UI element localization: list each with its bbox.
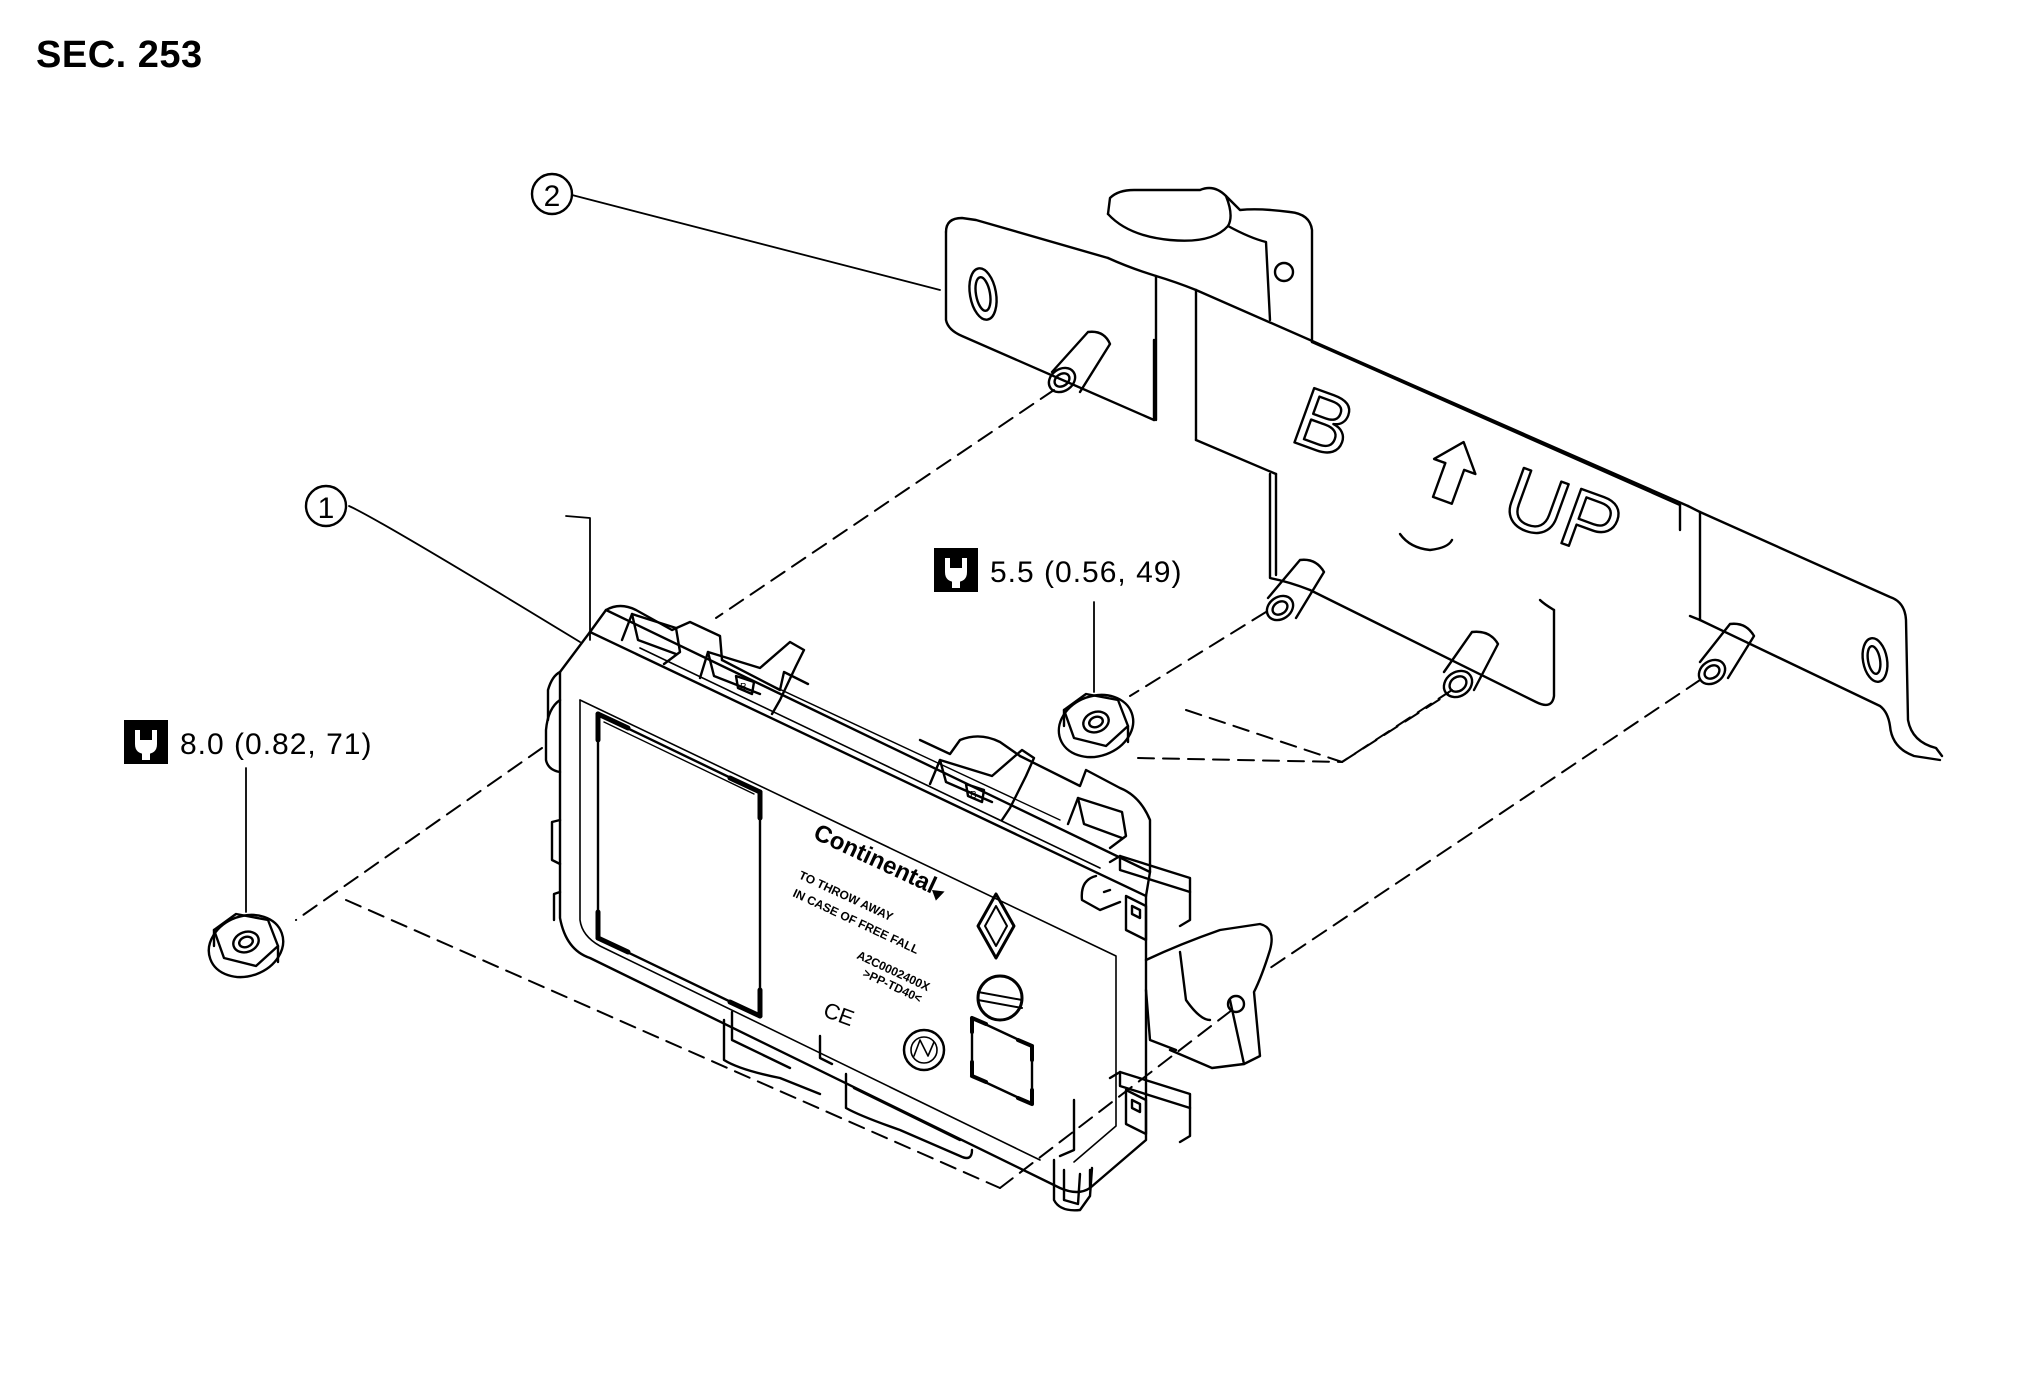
- connector-lower: [1058, 1070, 1192, 1158]
- torque-wrench-icon: [124, 720, 168, 764]
- callout-1: 1: [304, 484, 348, 528]
- torque-spec-left: 8.0 (0.82, 71): [124, 720, 372, 764]
- torque-value-right: 5.5 (0.56, 49): [990, 556, 1182, 589]
- connector-upper: [1080, 854, 1192, 942]
- bracket-letter-mark: B: [1282, 369, 1367, 476]
- certification-logo-icon: [902, 1028, 946, 1072]
- torque-spec-right: 5.5 (0.56, 49): [934, 548, 1182, 592]
- svg-text:B: B: [740, 682, 747, 693]
- barcode-square: [970, 1016, 1034, 1106]
- callout-2: 2: [530, 172, 574, 216]
- svg-text:B: B: [970, 790, 977, 801]
- control-unit: B B: [544, 604, 1273, 1212]
- diamond-logo-icon: [976, 892, 1016, 960]
- nut-left: [207, 912, 285, 979]
- top-tab-left: [620, 612, 682, 666]
- torque-wrench-icon: [934, 548, 978, 592]
- label-panel: [595, 711, 763, 1019]
- round-logo-icon: [976, 974, 1024, 1022]
- assembly-lines: [295, 389, 1701, 1189]
- brand-logo-icon: [932, 890, 945, 901]
- bracket-direction-mark: UP: [1492, 449, 1634, 577]
- up-arrow-icon: [1431, 440, 1477, 505]
- bracket: [944, 186, 1944, 762]
- ce-mark: CE: [820, 997, 857, 1031]
- callout-2-number: 2: [544, 180, 561, 213]
- top-clip-right: B: [928, 748, 1036, 822]
- top-clip-left: B: [698, 640, 806, 716]
- stud-upper-left: [1047, 330, 1112, 394]
- stud-right: [1697, 622, 1756, 686]
- stud-middle-right: [1442, 630, 1500, 699]
- torque-value-left: 8.0 (0.82, 71): [180, 728, 372, 761]
- leader-lines: [245, 194, 1095, 913]
- mounting-ear: [1144, 922, 1273, 1070]
- callout-1-number: 1: [318, 492, 335, 525]
- nut-right: [1057, 692, 1135, 759]
- section-number: SEC. 253: [36, 34, 203, 76]
- top-tab-right: [1066, 796, 1128, 850]
- bottom-tab: [1052, 1158, 1094, 1212]
- stud-middle-left: [1265, 558, 1326, 622]
